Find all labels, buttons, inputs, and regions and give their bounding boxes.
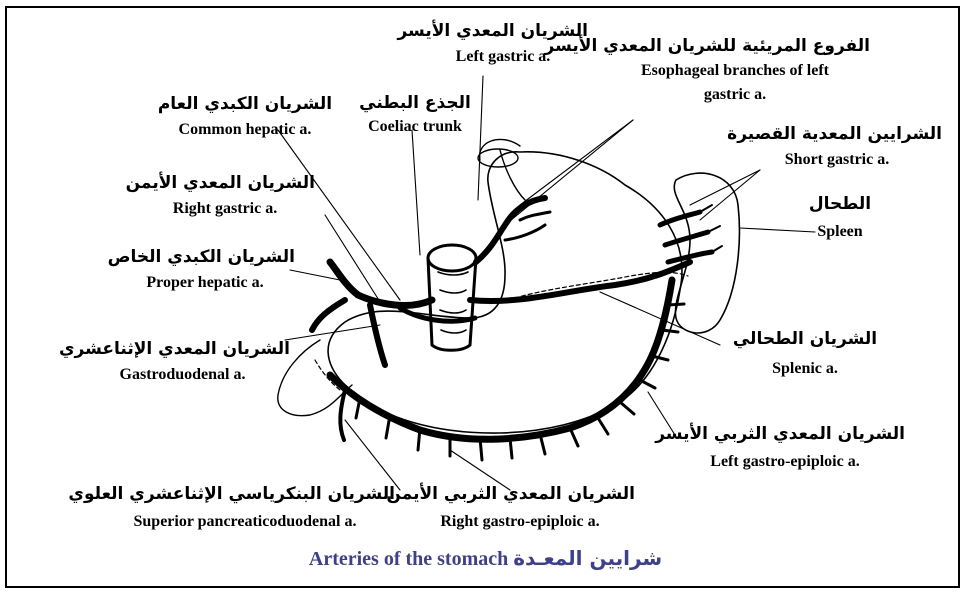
label-esophageal-ar: الفروع المريئية للشريان المعدي الأيسر [600,37,870,57]
label-short-gastric-ar: الشرايين المعدية القصيرة [732,125,942,145]
label-spleen-ar: الطحال [800,195,880,215]
label-short-gastric-en: Short gastric a. [732,151,942,169]
label-sup-pancreaticoduodenal-en: Superior pancreaticoduodenal a. [95,513,395,531]
label-coeliac-ar: الجذع البطني [345,94,485,114]
caption-en: Arteries of the stomach [309,548,508,570]
label-right-gastro-epiploic-ar: الشريان المعدي الثربي الأيمن [405,485,635,505]
label-common-hepatic-en: Common hepatic a. [155,121,335,139]
label-gastroduodenal: الشريان المعدي الإثناعشري Gastroduodenal… [75,340,290,384]
label-esophageal-en: Esophageal branches of left [600,62,870,80]
gastroduodenal-artery [370,305,385,365]
pancreas-dashed [315,272,688,390]
figure-caption: Arteries of the stomach شرايين المعـدة [0,546,971,571]
label-right-gastric-ar: الشريان المعدي الأيمن [135,174,315,194]
label-coeliac: الجذع البطني Coeliac trunk [345,94,485,136]
label-gastroduodenal-ar: الشريان المعدي الإثناعشري [75,340,290,360]
label-esophageal: الفروع المريئية للشريان المعدي الأيسر Es… [600,37,870,104]
right-gastric-artery [400,308,475,321]
label-gastroduodenal-en: Gastroduodenal a. [75,366,290,384]
label-right-gastro-epiploic: الشريان المعدي الثربي الأيمن Right gastr… [405,485,635,531]
label-proper-hepatic-ar: الشريان الكبدي الخاص [115,248,295,268]
label-right-gastric-en: Right gastric a. [135,200,315,218]
label-esophageal-en2: gastric a. [600,86,870,104]
label-splenic-ar: الشريان الطحالي [730,330,880,350]
sup-pancreaticoduodenal-artery [340,390,345,440]
label-sup-pancreaticoduodenal: الشريان البنكرياسي الإثناعشري العلوي Sup… [95,485,395,531]
label-right-gastric: الشريان المعدي الأيمن Right gastric a. [135,174,315,218]
label-sup-pancreaticoduodenal-ar: الشريان البنكرياسي الإثناعشري العلوي [95,485,395,505]
label-spleen-en: Spleen [800,223,880,241]
label-proper-hepatic: الشريان الكبدي الخاص Proper hepatic a. [115,248,295,292]
label-splenic-en: Splenic a. [730,360,880,378]
label-right-gastro-epiploic-en: Right gastro-epiploic a. [405,513,635,531]
label-common-hepatic: الشريان الكبدي العام Common hepatic a. [155,95,335,139]
label-left-gastro-epiploic-en: Left gastro-epiploic a. [665,453,905,471]
caption-ar: شرايين المعـدة [513,546,662,570]
label-short-gastric: الشرايين المعدية القصيرة Short gastric a… [732,125,942,169]
label-left-gastro-epiploic-ar: الشريان المعدي الثربي الأيسر [665,425,905,445]
label-coeliac-en: Coeliac trunk [345,118,485,136]
label-common-hepatic-ar: الشريان الكبدي العام [155,95,335,115]
label-left-gastro-epiploic: الشريان المعدي الثربي الأيسر Left gastro… [665,425,905,471]
label-proper-hepatic-en: Proper hepatic a. [115,274,295,292]
coeliac-trunk-top [428,245,476,271]
label-spleen: الطحال Spleen [800,195,880,241]
label-splenic: الشريان الطحالي Splenic a. [730,330,880,378]
